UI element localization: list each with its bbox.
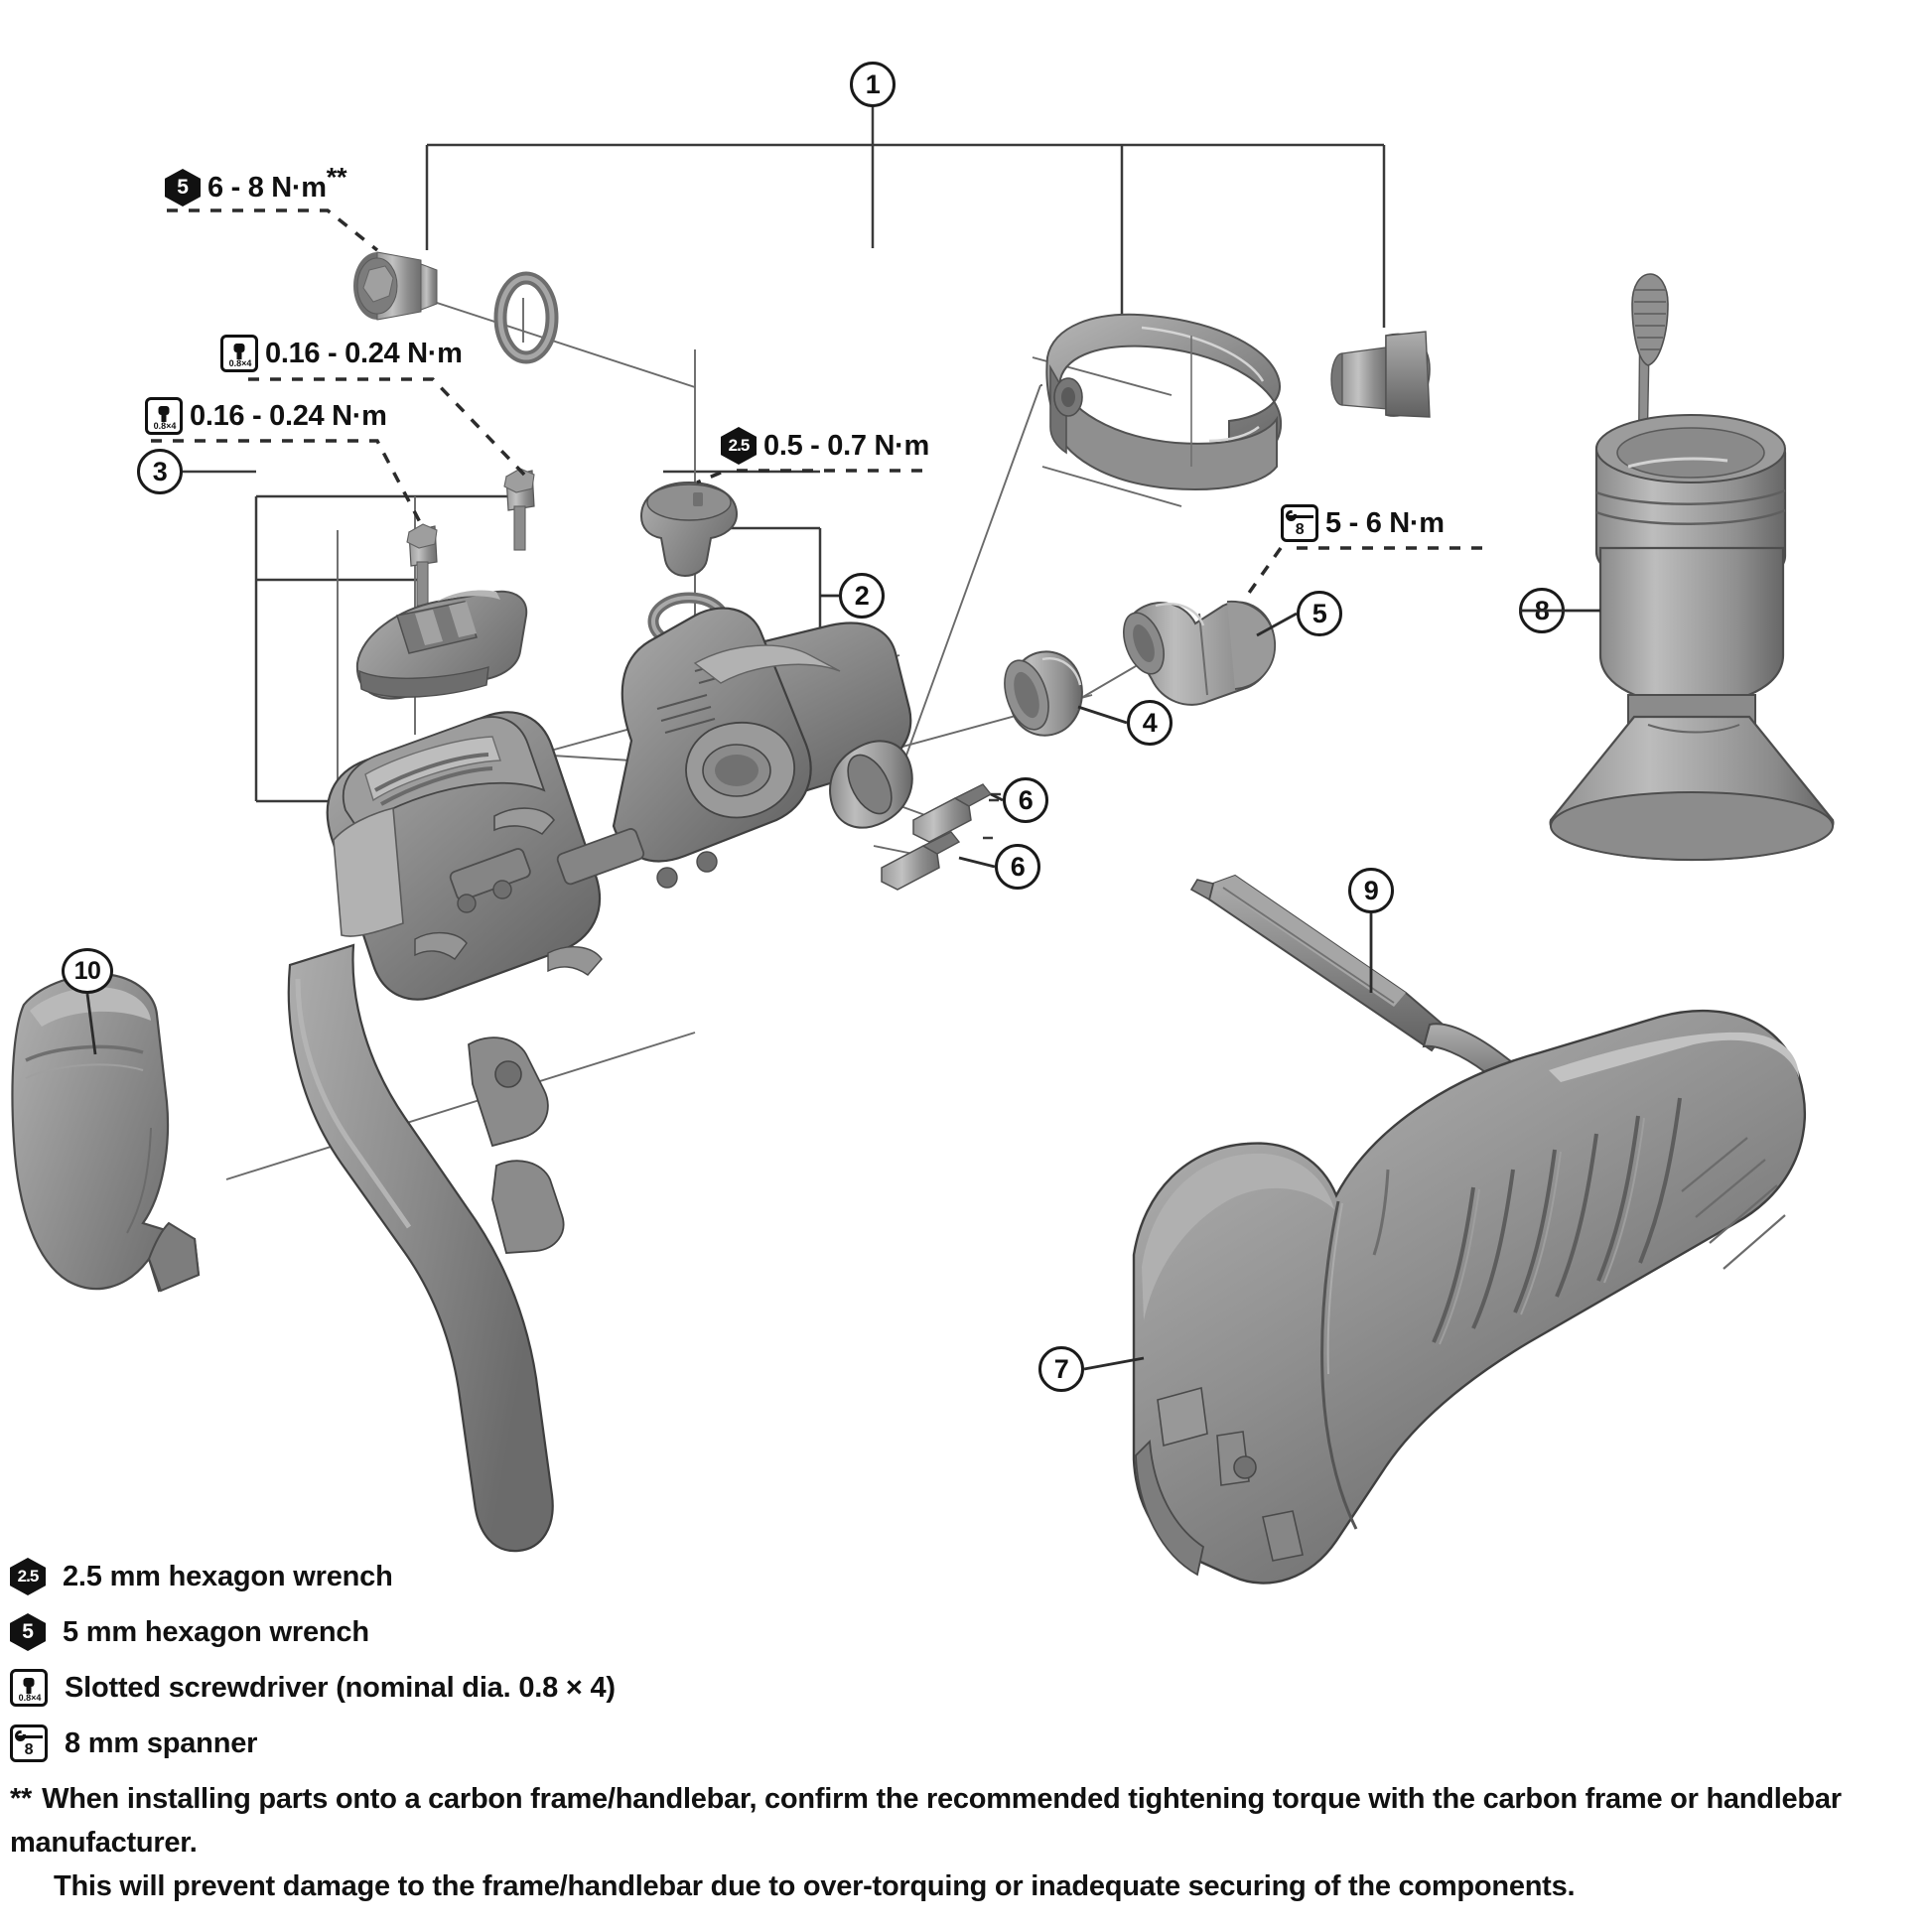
part-washer-ring-top [493, 271, 559, 364]
screwdriver-tip-dot [158, 406, 170, 415]
part-bracket-plate [355, 590, 528, 700]
callout-3[interactable]: 3 [137, 449, 183, 494]
hexagon-wrench-5-icon: 5 [10, 1613, 46, 1651]
spanner-size-label: 8 [1295, 521, 1305, 538]
footnote-marker: ** [326, 161, 347, 192]
footnote-line-2: This will prevent damage to the frame/ha… [54, 1870, 1576, 1902]
spanner-bar [16, 1735, 43, 1738]
callout-10[interactable]: 10 [62, 948, 113, 994]
spanner-bar [1287, 515, 1313, 518]
legend-label-hex25: 2.5 mm hexagon wrench [63, 1560, 393, 1592]
legend-label-spanner: 8 mm spanner [65, 1726, 258, 1759]
callout-2[interactable]: 2 [839, 573, 885, 619]
screwdriver-tip-dot [233, 344, 245, 352]
hexagon-wrench-2point5-icon: 2.5 [721, 427, 757, 465]
slotted-screwdriver-icon: 0.8×4 [10, 1669, 48, 1707]
spanner-size-label: 8 [24, 1741, 34, 1758]
legend-label-hex5: 5 mm hexagon wrench [63, 1615, 369, 1648]
screwdriver-size-label: 0.8×4 [228, 357, 252, 368]
hexagon-wrench-2point5-icon: 2.5 [10, 1558, 46, 1595]
part-clamp-bolt [1330, 331, 1431, 418]
torque-value-hex25: 0.5 - 0.7 N·m [763, 429, 929, 462]
part-screw-right [503, 468, 535, 551]
part-rubber-cap [639, 481, 739, 578]
callout-6-lower[interactable]: 6 [995, 844, 1040, 890]
screwdriver-size-label: 0.8×4 [153, 420, 177, 431]
part-bushing-ring [1004, 650, 1083, 737]
part-tool-cylinder [1549, 273, 1835, 862]
screwdriver-shaft [236, 351, 242, 359]
legend-item-hex25: 2.5 2.5 mm hexagon wrench [10, 1549, 1102, 1604]
screwdriver-size-label: 0.8×4 [18, 1692, 42, 1703]
slotted-screwdriver-icon: 0.8×4 [145, 397, 183, 435]
torque-spec-spanner8: 8 5 - 6 N·m [1281, 504, 1445, 542]
callout-7[interactable]: 7 [1038, 1346, 1084, 1392]
part-bolt-upper-left [353, 251, 438, 321]
callout-1-stubs [425, 213, 875, 250]
callout-bracket-lines [425, 105, 1386, 328]
spanner-8-icon: 8 [1281, 504, 1318, 542]
torque-value-hex5: 6 - 8 N·m** [207, 161, 347, 204]
legend-item-spanner: 8 8 mm spanner [10, 1716, 1102, 1771]
callout-8[interactable]: 8 [1519, 588, 1565, 633]
callout-6-upper[interactable]: 6 [1003, 777, 1048, 823]
callout-9[interactable]: 9 [1348, 868, 1394, 913]
torque-value-spanner8: 5 - 6 N·m [1325, 506, 1445, 539]
part-pin-upper [912, 783, 993, 843]
torque-value-screwdriver-lower: 0.16 - 0.24 N·m [190, 399, 387, 432]
spanner-8-icon: 8 [10, 1725, 48, 1762]
screwdriver-tip-dot [23, 1678, 35, 1687]
hexagon-wrench-5-icon: 5 [165, 169, 201, 207]
screwdriver-shaft [161, 414, 167, 422]
part-pin-lower [881, 831, 961, 891]
screwdriver-shaft [26, 1686, 32, 1694]
torque-spec-hex5: 5 6 - 8 N·m** [165, 161, 347, 207]
torque-spec-screwdriver-lower: 0.8×4 0.16 - 0.24 N·m [145, 397, 387, 435]
legend-item-screwdriver: 0.8×4 Slotted screwdriver (nominal dia. … [10, 1660, 1102, 1716]
legend-label-screwdriver: Slotted screwdriver (nominal dia. 0.8 × … [65, 1671, 616, 1704]
callout-5[interactable]: 5 [1297, 591, 1342, 636]
torque-spec-screwdriver-upper: 0.8×4 0.16 - 0.24 N·m [220, 335, 463, 372]
spanner-head [15, 1730, 26, 1741]
tool-legend: 2.5 2.5 mm hexagon wrench 5 5 mm hexagon… [10, 1549, 1102, 1771]
legend-item-hex5: 5 5 mm hexagon wrench [10, 1604, 1102, 1660]
footnote-block: **When installing parts onto a carbon fr… [10, 1777, 1896, 1908]
footnote-marker: ** [10, 1783, 33, 1815]
part-side-cover [11, 973, 201, 1293]
callout-1[interactable]: 1 [850, 62, 896, 107]
footnote-line-1: When installing parts onto a carbon fram… [10, 1783, 1842, 1859]
part-hood-cover [1132, 1009, 1807, 1585]
part-flange-bolt [1123, 601, 1276, 706]
slotted-screwdriver-icon: 0.8×4 [220, 335, 258, 372]
part-screw-left [406, 523, 438, 607]
part-clamp-band [1045, 313, 1283, 491]
spanner-head [1286, 510, 1297, 521]
callout-4[interactable]: 4 [1127, 700, 1173, 746]
part-main-lever-body [287, 607, 913, 1553]
torque-spec-hex25: 2.5 0.5 - 0.7 N·m [721, 427, 929, 465]
torque-value-screwdriver-upper: 0.16 - 0.24 N·m [265, 337, 463, 369]
